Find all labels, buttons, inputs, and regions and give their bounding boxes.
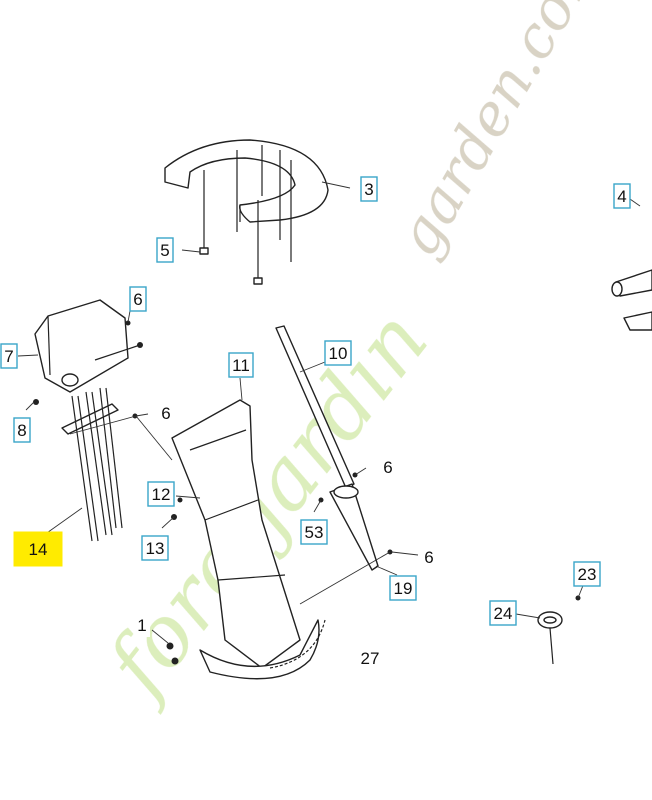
- chute-deflector-part: [34, 299, 141, 393]
- callout-4[interactable]: 4: [613, 183, 631, 209]
- callout-7[interactable]: 7: [0, 343, 18, 369]
- svg-text:4: 4: [617, 187, 626, 206]
- control-rod-part: [275, 325, 355, 489]
- svg-text:23: 23: [578, 565, 597, 584]
- callout-53[interactable]: 53: [300, 519, 328, 545]
- callout-27[interactable]: 27: [357, 646, 383, 670]
- svg-text:7: 7: [4, 347, 13, 366]
- callout-24[interactable]: 24: [489, 600, 517, 626]
- callout-6-top[interactable]: 6: [129, 286, 147, 312]
- svg-text:14: 14: [29, 540, 48, 559]
- callouts: 3 4 5 6 7 8 6 11: [0, 176, 631, 670]
- svg-text:53: 53: [305, 523, 324, 542]
- callout-6-left[interactable]: 6: [158, 401, 174, 425]
- callout-13[interactable]: 13: [141, 535, 169, 561]
- callout-23[interactable]: 23: [573, 561, 601, 587]
- svg-text:6: 6: [383, 458, 392, 477]
- svg-text:12: 12: [152, 485, 171, 504]
- gear-ring-part: [269, 619, 326, 669]
- svg-text:6: 6: [161, 404, 170, 423]
- callout-19[interactable]: 19: [389, 575, 417, 601]
- svg-text:10: 10: [329, 344, 348, 363]
- svg-text:8: 8: [17, 421, 26, 440]
- callout-1[interactable]: 1: [134, 613, 150, 637]
- svg-text:3: 3: [364, 180, 373, 199]
- discharge-chute-part: [171, 399, 320, 680]
- callout-12[interactable]: 12: [147, 481, 175, 507]
- svg-text:1: 1: [137, 616, 146, 635]
- callout-6-right[interactable]: 6: [421, 545, 437, 569]
- svg-text:24: 24: [494, 604, 513, 623]
- callout-11[interactable]: 11: [228, 352, 254, 378]
- svg-text:6: 6: [424, 548, 433, 567]
- svg-text:19: 19: [394, 579, 413, 598]
- rod-assembly-part: [61, 387, 123, 542]
- callout-10[interactable]: 10: [324, 340, 352, 366]
- callout-3[interactable]: 3: [360, 176, 378, 202]
- svg-text:11: 11: [232, 356, 250, 375]
- rod-housing-part: [329, 483, 379, 571]
- callout-5[interactable]: 5: [156, 237, 174, 263]
- deflector-ring-part: [164, 139, 329, 223]
- callout-8[interactable]: 8: [13, 417, 31, 443]
- svg-text:27: 27: [361, 649, 380, 668]
- callout-6-mid[interactable]: 6: [380, 455, 396, 479]
- svg-text:6: 6: [133, 290, 142, 309]
- bolts-group: [199, 145, 292, 285]
- chute-crank-part: [611, 269, 652, 331]
- callout-14-highlighted[interactable]: 14: [13, 531, 63, 567]
- svg-text:5: 5: [160, 241, 169, 260]
- svg-text:garden.com: garden.com: [383, 0, 616, 267]
- svg-text:13: 13: [146, 539, 165, 558]
- pinion-gear-part: [537, 611, 563, 665]
